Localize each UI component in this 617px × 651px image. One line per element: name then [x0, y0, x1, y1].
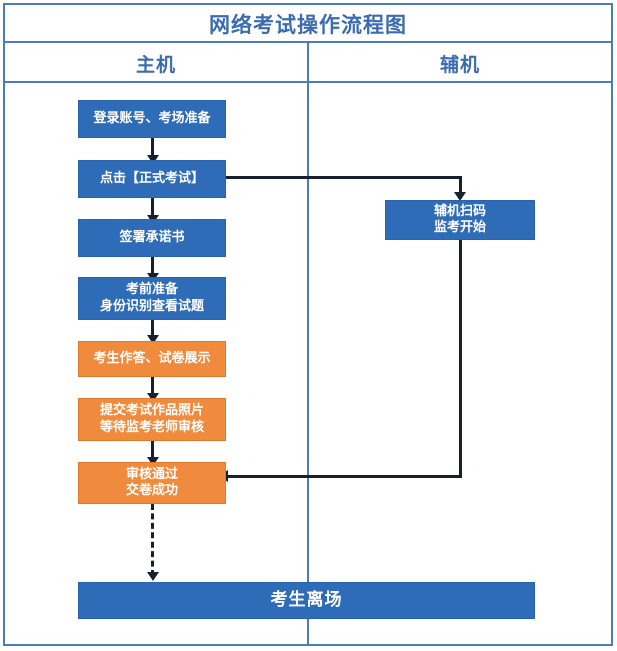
connector-scan-to-approved-vertical [459, 240, 462, 478]
connector-prepare-to-answer [151, 320, 154, 338]
connector-login-to-formal [151, 138, 154, 158]
node-formal-exam[interactable]: 点击【正式考试】 [78, 160, 226, 198]
arrowhead-formal-to-scan [454, 192, 466, 201]
diagram-title-cell: 网络考试操作流程图 [5, 5, 611, 43]
node-sign-commitment[interactable]: 签署承诺书 [78, 219, 226, 257]
node-login[interactable]: 登录账号、考场准备 [78, 100, 226, 138]
connector-formal-to-sign [151, 198, 154, 218]
arrowhead-prepare-to-answer [147, 335, 159, 344]
arrowhead-answer-to-submit [147, 393, 159, 402]
connector-sign-to-prepare [151, 257, 154, 276]
diagram-title: 网络考试操作流程图 [209, 13, 407, 37]
connector-formal-to-scan-vertical [459, 176, 462, 196]
column-header-host: 主机 [5, 43, 307, 83]
connector-formal-to-scan-horizontal [224, 176, 462, 179]
column-header-host-label: 主机 [135, 53, 176, 76]
column-header-aux: 辅机 [309, 43, 611, 83]
node-approved-submitted[interactable]: 审核通过 交卷成功 [78, 462, 226, 504]
connector-scan-to-approved-horizontal [226, 475, 462, 478]
node-candidate-leave[interactable]: 考生离场 [78, 582, 535, 619]
connector-answer-to-submit [151, 377, 154, 396]
column-header-aux-label: 辅机 [439, 53, 480, 76]
arrowhead-approved-to-leave [147, 572, 159, 581]
node-pre-exam-prepare[interactable]: 考前准备 身份识别查看试题 [78, 277, 226, 320]
node-aux-scan-start[interactable]: 辅机扫码 监考开始 [385, 200, 535, 240]
column-divider [307, 41, 309, 646]
node-submit-photos[interactable]: 提交考试作品照片 等待监考老师审核 [78, 398, 226, 441]
node-answer-and-display[interactable]: 考生作答、试卷展示 [78, 341, 226, 377]
connector-submit-to-approved [151, 441, 154, 460]
arrowhead-login-to-formal [147, 155, 159, 164]
arrowhead-submit-to-approved [147, 457, 159, 466]
connector-approved-to-leave [151, 504, 154, 576]
